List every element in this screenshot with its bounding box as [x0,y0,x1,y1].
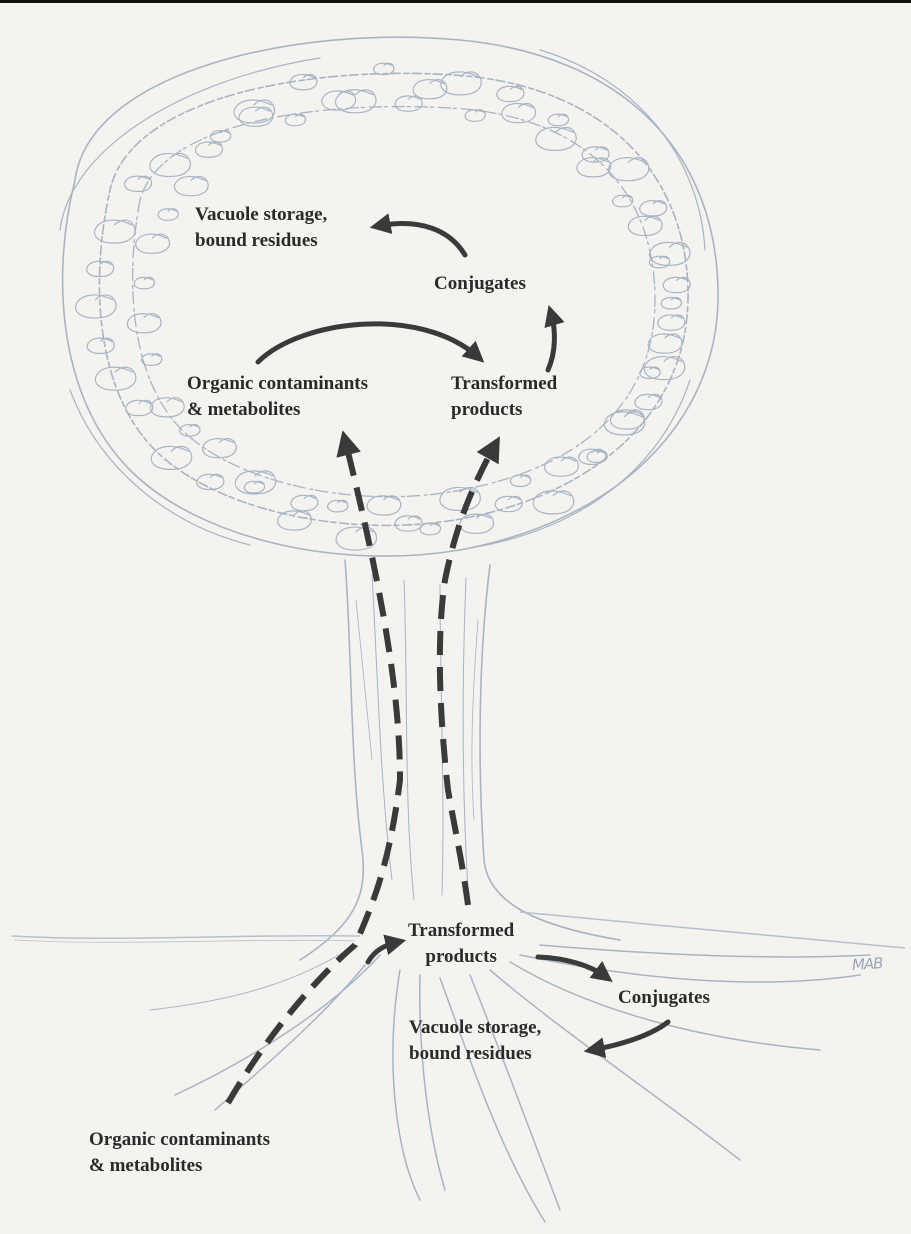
canopy-conjugates-label: Conjugates [434,271,526,297]
soil-organic-label: Organic contaminants& metabolites [89,1127,270,1179]
arrow-transformed-to-conjugates-root [538,957,606,977]
dashed-path-root-uptake [228,440,400,1103]
tree-trunk [300,560,620,960]
canopy-sketch [60,37,718,556]
canopy-organic-label: Organic contaminants& metabolites [187,371,368,423]
arrow-transformed-to-conjugates [548,313,554,370]
root-conjugates-label: Conjugates [618,985,710,1011]
roots [150,945,870,1222]
canopy-transformed-label: Transformedproducts [451,371,557,423]
root-transformed-label: Transformedproducts [408,918,514,970]
canopy-scribbles [76,63,691,550]
arrow-conjugates-to-vacuole-root [592,1022,668,1050]
canopy-loops [76,63,691,550]
artist-signature: MAB [851,954,883,974]
arrow-organic-to-transformed [258,324,478,362]
arrow-conjugates-to-vacuole [378,224,465,255]
canopy-vacuole-label: Vacuole storage,bound residues [195,202,327,254]
root-vacuole-label: Vacuole storage,bound residues [409,1015,541,1067]
arrow-root-to-transformed [368,942,398,962]
dashed-transport-paths [228,440,495,1103]
